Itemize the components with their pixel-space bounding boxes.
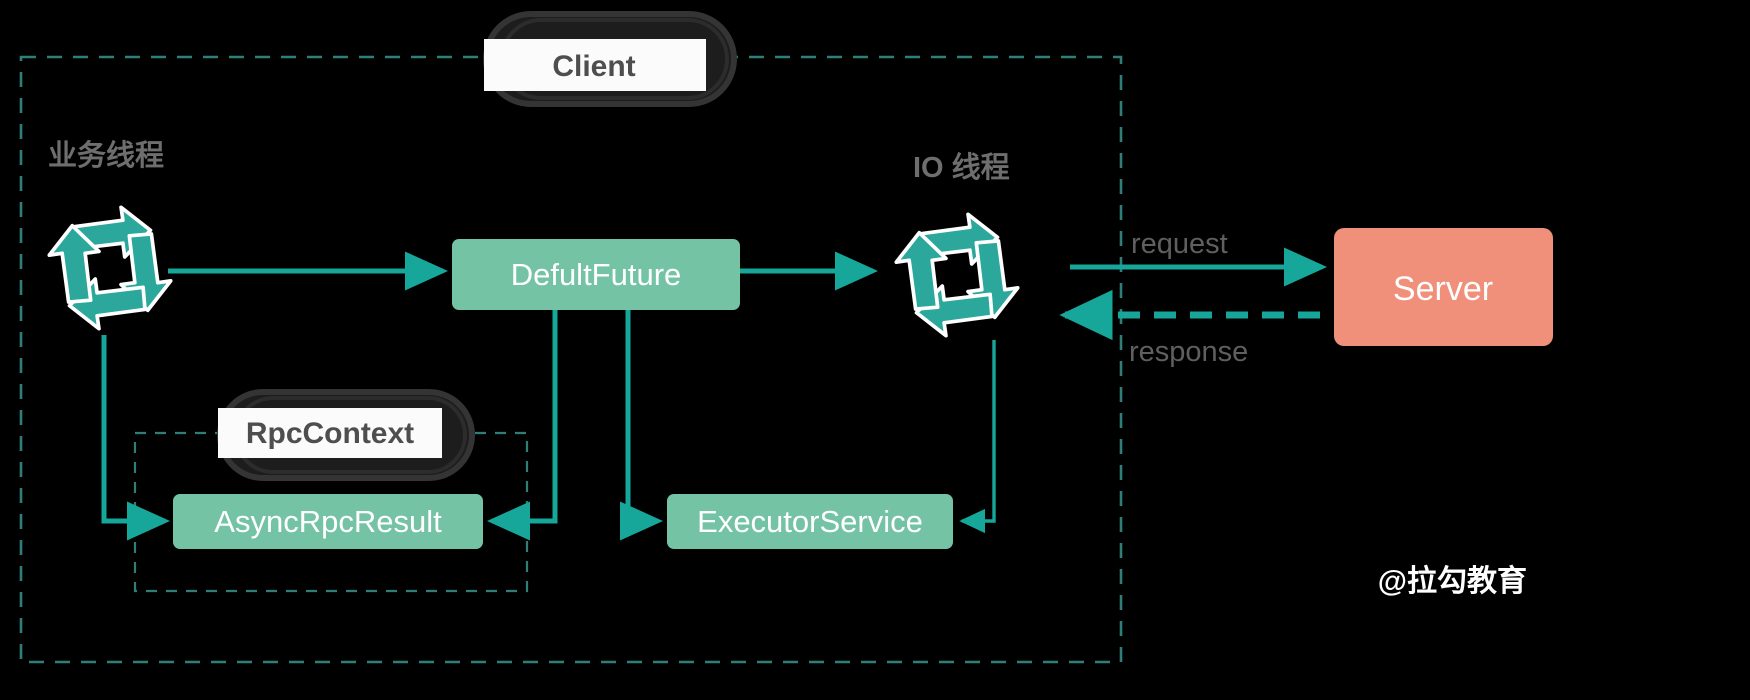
node-executor-service[interactable]: ExecutorService [667,494,953,549]
edge-io-to-executor [959,340,996,534]
node-server[interactable]: Server [1334,228,1553,346]
business-thread-cyclic-arrows-icon [47,205,173,331]
request-label: request [1131,228,1228,260]
plate-rpccontext-label: RpcContext [246,417,414,450]
edge-future-to-asyncresult [486,310,558,541]
io-thread-label: IO 线程 [913,151,1010,184]
edge-future-to-executor [620,310,664,541]
node-executor-service-label: ExecutorService [697,504,923,539]
io-thread-cyclic-arrows-icon [894,212,1020,338]
node-server-label: Server [1393,270,1493,308]
node-async-rpc-result[interactable]: AsyncRpcResult [173,494,483,549]
node-defult-future-label: DefultFuture [511,257,682,292]
plate-rpccontext[interactable]: RpcContext [217,389,475,481]
edge-business-to-asyncresult [101,335,171,541]
response-label: response [1129,336,1248,368]
node-async-rpc-result-label: AsyncRpcResult [214,504,442,539]
plate-client[interactable]: Client [483,11,737,107]
client-boundary [19,55,1123,664]
node-defult-future[interactable]: DefultFuture [452,239,740,310]
business-thread-label: 业务线程 [48,139,164,172]
watermark: @拉勾教育 [1378,564,1527,598]
plate-client-label: Client [552,50,635,83]
